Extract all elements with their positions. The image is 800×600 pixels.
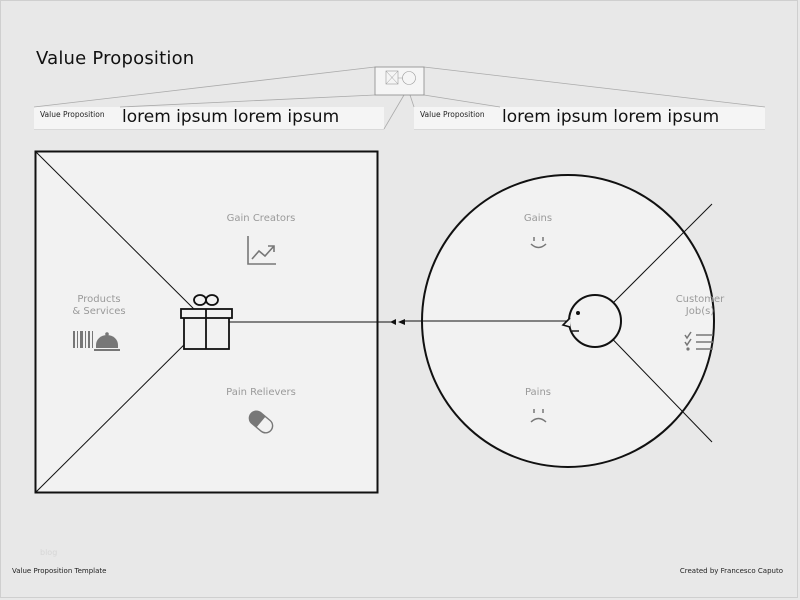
arrowhead-left (390, 319, 396, 325)
banner-left-label: Value Proposition (40, 110, 105, 119)
barcode-cloche-icon (73, 331, 120, 351)
products-label: Products (77, 294, 121, 305)
pill-icon (248, 410, 274, 434)
customer-face-icon (561, 294, 622, 348)
footer-credit: Created by Francesco Caputo (679, 567, 783, 575)
frown-icon (530, 409, 547, 423)
pains-label: Pains (524, 387, 552, 398)
gains-label: Gains (523, 213, 553, 224)
template-thumbnail (374, 66, 425, 96)
banner-left-text[interactable]: lorem ipsum lorem ipsum (122, 107, 340, 127)
banner-right-label: Value Proposition (420, 110, 485, 119)
footer-faint-text: blog (40, 548, 58, 557)
jobs-label: Job(s) (685, 306, 715, 317)
customer-label: Customer (675, 294, 725, 305)
banner-right-text[interactable]: lorem ipsum lorem ipsum (502, 107, 720, 127)
checklist-icon (684, 331, 713, 351)
smile-icon (530, 237, 547, 249)
products-services-label: Products & Services (60, 294, 138, 318)
arrowhead-right (398, 319, 405, 325)
gain-creators-label: Gain Creators (226, 213, 296, 224)
value-proposition-banner-left: Value Proposition lorem ipsum lorem ipsu… (34, 107, 384, 130)
trend-chart-icon (247, 236, 276, 265)
thumbnail-connectors (33, 66, 766, 130)
value-proposition-banner-right: Value Proposition lorem ipsum lorem ipsu… (414, 107, 765, 130)
footer-template-name: Value Proposition Template (12, 567, 107, 575)
pain-relievers-label: Pain Relievers (226, 387, 296, 398)
services-label: & Services (72, 306, 126, 317)
gift-icon (180, 294, 233, 350)
customer-jobs-label: Customer Job(s) (664, 294, 736, 318)
page-title: Value Proposition (36, 48, 195, 69)
